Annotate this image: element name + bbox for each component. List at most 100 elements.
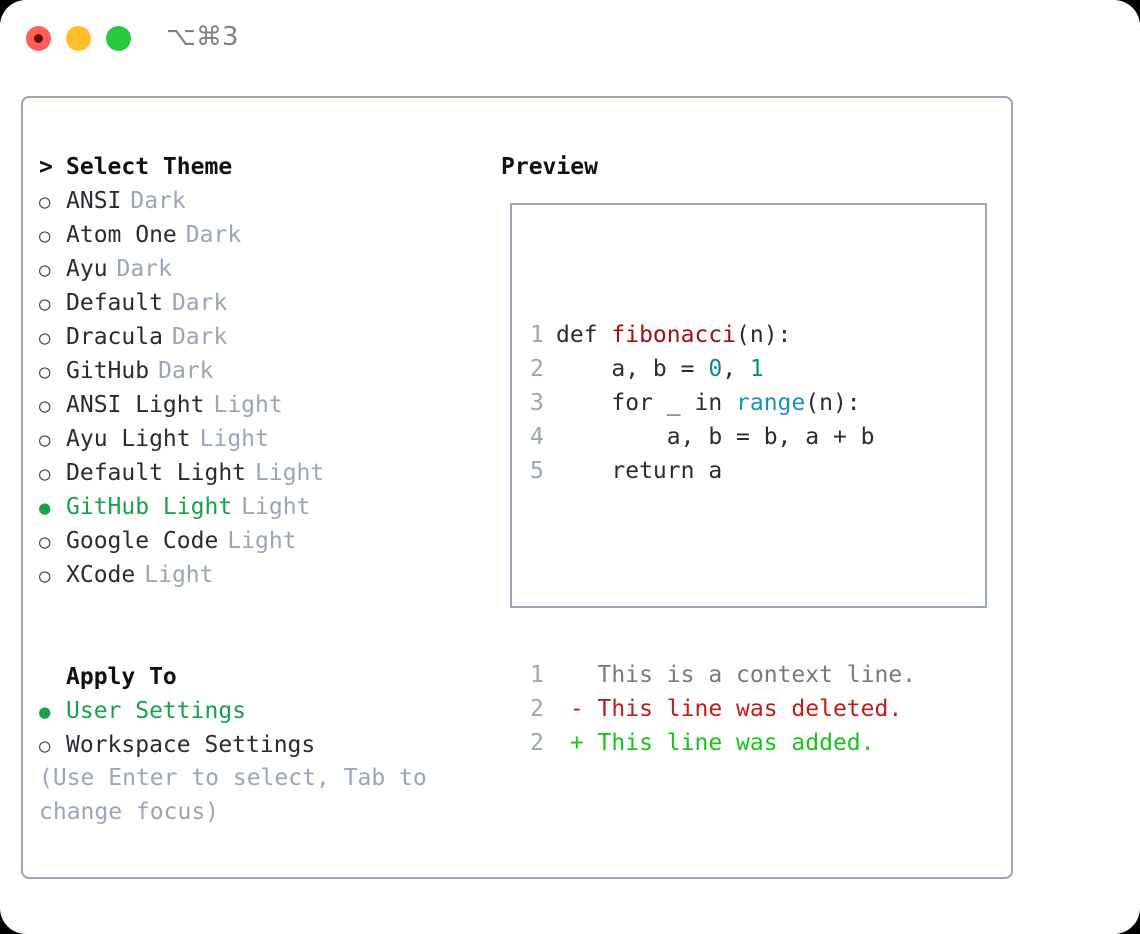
code-line: 3 for _ in range(n): (530, 386, 916, 420)
diff-line: 1 This is a context line. (530, 658, 916, 692)
code-line: 4 a, b = b, a + b (530, 420, 916, 454)
apply-to-list: ●User Settings ○ Workspace Settings (39, 694, 479, 762)
theme-variant-label: Light (144, 562, 214, 588)
minimize-button-icon[interactable] (66, 26, 91, 51)
radio-unselected-icon[interactable]: ○ (39, 395, 51, 417)
select-theme-heading-label: Select Theme (66, 154, 233, 180)
line-number: 2 (530, 356, 544, 382)
theme-name-label: Ayu (66, 256, 108, 282)
line-number: 2 (530, 696, 544, 722)
help-text-line-2: change focus) (39, 799, 220, 825)
code-token: fibonacci (611, 322, 737, 348)
theme-list-item[interactable]: ● GitHub Light Light (39, 490, 479, 524)
radio-unselected-icon[interactable]: ○ (39, 191, 51, 213)
theme-variant-label: Dark (171, 290, 228, 316)
diff-sign (556, 658, 598, 692)
theme-list-item[interactable]: ○ Ayu Light Light (39, 422, 479, 456)
diff-line: 2 - This line was deleted. (530, 692, 916, 726)
theme-name-label: GitHub Light (66, 494, 233, 520)
theme-variant-label: Light (241, 494, 311, 520)
diff-text: This is a context line. (597, 662, 917, 688)
apply-to-label: Workspace Settings (66, 732, 316, 758)
line-number: 1 (530, 322, 544, 348)
theme-name-label: ANSI Light (66, 392, 205, 418)
section-spacer (39, 592, 479, 626)
radio-unselected-icon[interactable]: ○ (39, 361, 51, 383)
line-number: 2 (530, 730, 544, 756)
radio-unselected-icon[interactable]: ○ (39, 327, 51, 349)
apply-to-item[interactable]: ●User Settings (39, 694, 479, 728)
line-number: 1 (530, 662, 544, 688)
line-number: 4 (530, 424, 544, 450)
theme-name-label: GitHub (66, 358, 150, 384)
theme-name-label: Dracula (66, 324, 163, 350)
theme-variant-label: Light (213, 392, 283, 418)
radio-unselected-icon[interactable]: ○ (39, 225, 51, 247)
theme-variant-label: Dark (158, 358, 214, 384)
radio-unselected-icon[interactable]: ○ (39, 293, 51, 315)
code-token: a, b = (556, 356, 709, 382)
radio-selected-icon[interactable]: ● (39, 701, 51, 723)
theme-name-label: Default Light (66, 460, 247, 486)
title-bar: ⌥⌘3 (0, 0, 1140, 78)
theme-list-item[interactable]: ○ Dracula Dark (39, 320, 479, 354)
code-token: (n): (736, 322, 792, 348)
theme-variant-label: Dark (130, 188, 186, 214)
section-spacer-2 (39, 626, 479, 660)
diff-line: 2 + This line was added. (530, 726, 916, 760)
theme-name-label: ANSI (66, 188, 122, 214)
radio-unselected-icon[interactable]: ○ (39, 259, 51, 281)
keyboard-shortcut-label: ⌥⌘3 (166, 22, 239, 52)
help-text-line-1: (Use Enter to select, Tab to (39, 765, 427, 791)
theme-variant-label: Dark (171, 324, 228, 350)
maximize-button-icon[interactable] (106, 26, 131, 51)
theme-name-label: Google Code (66, 528, 219, 554)
theme-list-item[interactable]: ○ GitHub Dark (39, 354, 479, 388)
radio-unselected-icon[interactable]: ○ (39, 565, 51, 587)
code-token: 0 (708, 356, 723, 382)
theme-name-label: Ayu Light (66, 426, 191, 452)
radio-unselected-icon[interactable]: ○ (39, 429, 51, 451)
radio-unselected-icon[interactable]: ○ (39, 463, 51, 485)
diff-sign: + (556, 730, 598, 756)
theme-list-item[interactable]: ○ ANSI Dark (39, 184, 479, 218)
code-token: range (736, 390, 806, 416)
code-line: 5 return a (530, 454, 916, 488)
close-button-icon[interactable] (26, 26, 51, 51)
apply-to-heading-marker: ○ (39, 660, 66, 694)
code-token: return a (556, 458, 723, 484)
select-theme-heading: > Select Theme (39, 150, 479, 184)
radio-selected-icon[interactable]: ● (39, 497, 51, 519)
code-token: for _ in (556, 390, 737, 416)
theme-list-item[interactable]: ○ ANSI Light Light (39, 388, 479, 422)
apply-to-heading: ○ Apply To (39, 660, 479, 694)
theme-list-item[interactable]: ○ Ayu Dark (39, 252, 479, 286)
theme-name-label: XCode (66, 562, 136, 588)
theme-name-label: Atom One (66, 222, 177, 248)
theme-variant-label: Dark (116, 256, 172, 282)
window-controls (26, 26, 131, 51)
code-token: a, b = b, a + b (556, 424, 875, 450)
diff-lines: 1 This is a context line.2 - This line w… (530, 658, 916, 760)
code-token: 1 (749, 356, 764, 382)
theme-list-item[interactable]: ○ XCode Light (39, 558, 479, 592)
apply-to-heading-label: Apply To (66, 664, 177, 690)
theme-variant-label: Light (199, 426, 269, 452)
radio-unselected-icon[interactable]: ○ (39, 735, 51, 757)
help-text: (Use Enter to select, Tab to change focu… (39, 761, 459, 829)
diff-sign: - (556, 696, 598, 722)
apply-to-item[interactable]: ○ Workspace Settings (39, 728, 479, 762)
radio-unselected-icon[interactable]: ○ (39, 531, 51, 553)
